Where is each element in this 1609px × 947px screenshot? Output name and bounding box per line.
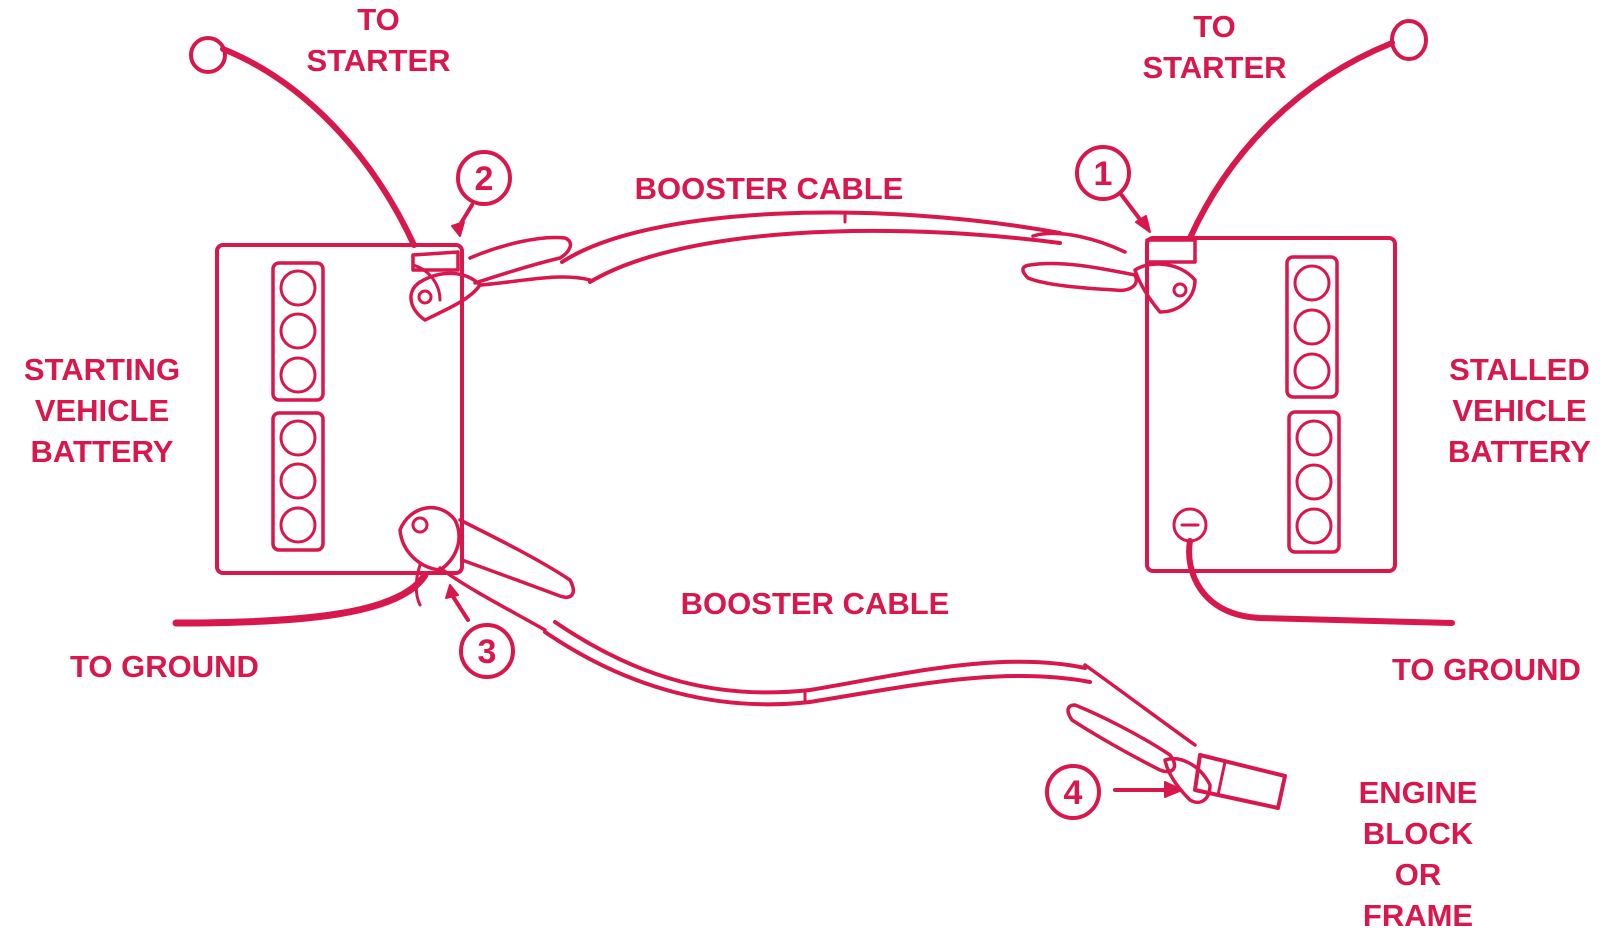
left-ground-wire (172, 571, 429, 627)
step-3-pointer-icon (450, 593, 470, 622)
bottom-booster-cable (543, 620, 1092, 707)
step-2-circle-icon (456, 150, 512, 206)
step-3-number: 3 (478, 633, 497, 671)
cell-group-upper-right (1285, 255, 1339, 399)
stalled-battery (1145, 236, 1397, 573)
booster-cable-bottom-label: BOOSTER CABLE (680, 586, 950, 621)
clamp-3-icon (398, 505, 575, 632)
step-4-circle-icon (1045, 764, 1101, 820)
step-1-pointer-icon (1118, 191, 1144, 224)
clamp-2-icon (409, 235, 592, 322)
right-starter-wire (1187, 40, 1395, 241)
step-4-number: 4 (1064, 774, 1083, 812)
step-1-circle-icon (1075, 145, 1131, 201)
clamp-1-icon (1021, 231, 1197, 314)
right-ground-wire (1186, 538, 1455, 626)
right-starter-connector-icon (1390, 19, 1428, 61)
negative-terminal-icon (1172, 507, 1208, 543)
right-to-starter-label: TO STARTER (1142, 9, 1287, 85)
stalled-battery-label: STALLED VEHICLE BATTERY (1448, 352, 1591, 469)
step-3-circle-icon (459, 623, 515, 679)
right-to-ground-label: TO GROUND (1392, 652, 1581, 687)
cell-group-lower-right (1287, 410, 1341, 554)
booster-cable-top-label: BOOSTER CABLE (634, 171, 904, 206)
cell-group-lower (271, 411, 325, 552)
starting-battery-label: STARTING VEHICLE BATTERY (23, 352, 181, 469)
left-to-ground-label: TO GROUND (70, 649, 259, 684)
top-booster-cable (560, 210, 1062, 284)
step-1-number: 1 (1094, 155, 1113, 193)
left-starter-connector-icon (189, 36, 227, 74)
starting-battery (215, 243, 464, 575)
cell-group-upper (271, 261, 325, 402)
step-2-number: 2 (475, 160, 494, 198)
engine-block-label: ENGINE BLOCK OR FRAME (1358, 775, 1478, 933)
left-to-starter-label: TO STARTER (306, 2, 451, 78)
clamp-4-icon (1066, 663, 1287, 810)
left-starter-wire (220, 46, 417, 248)
